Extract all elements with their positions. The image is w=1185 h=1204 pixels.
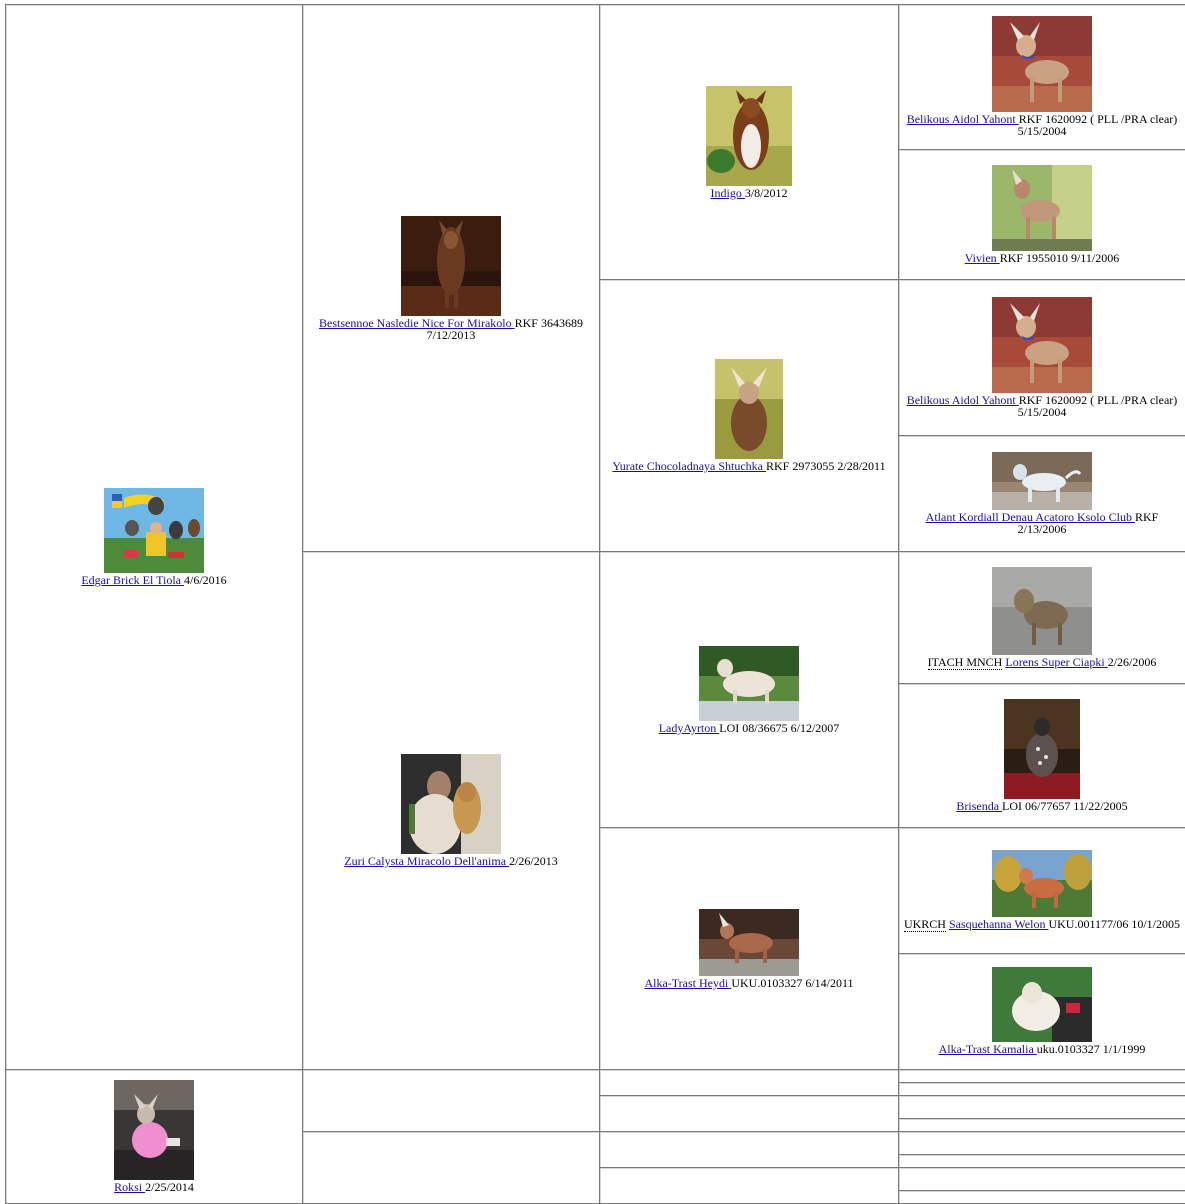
pedigree-cell-empty-ggs6 <box>899 1154 1185 1167</box>
dog-link-belikous-2[interactable]: Belikous Aidol Yahont <box>907 393 1019 407</box>
dog-link-ladyayrton[interactable]: LadyAyrton <box>659 721 720 735</box>
dog-info-belikous-1: RKF 1620092 ( PLL /PRA clear) 5/15/2004 <box>1018 112 1178 138</box>
dog-info-yurate: RKF 2973055 2/28/2011 <box>766 459 886 473</box>
pedigree-cell-yurate: Yurate Chocoladnaya Shtuchka RKF 2973055… <box>600 280 899 552</box>
pedigree-cell-alka-heydi: Alka-Trast Heydi UKU.0103327 6/14/2011 <box>600 828 899 1070</box>
pedigree-cell-empty-ggs3 <box>899 1096 1185 1119</box>
pedigree-cell-empty-ggs8 <box>899 1190 1185 1203</box>
dog-title-sasquehanna: UKRCH <box>904 917 946 932</box>
dog-link-sasquehanna[interactable]: Sasquehanna Welon <box>949 917 1048 931</box>
dog-info-zuri: 2/26/2013 <box>509 854 558 868</box>
pedigree-cell-empty-gs1 <box>600 1070 899 1096</box>
dog-photo-ladyayrton <box>699 646 799 721</box>
pedigree-cell-vivien: Vivien RKF 1955010 9/11/2006 <box>899 149 1185 280</box>
dog-title-lorens: ITACH MNCH <box>928 655 1003 670</box>
dog-info-edgar: 4/6/2016 <box>184 573 227 587</box>
dog-photo-indigo <box>706 86 792 186</box>
pedigree-cell-roksi: Roksi 2/25/2014 <box>6 1070 303 1204</box>
pedigree-cell-empty-dam <box>303 1131 600 1203</box>
dog-info-sasquehanna: UKU.001177/06 10/1/2005 <box>1048 917 1180 931</box>
dog-info-belikous-2: RKF 1620092 ( PLL /PRA clear) 5/15/2004 <box>1018 393 1178 419</box>
dog-photo-edgar <box>104 488 204 573</box>
pedigree-cell-edgar: Edgar Brick El Tiola 4/6/2016 <box>6 5 303 1070</box>
pedigree-table: Edgar Brick El Tiola 4/6/2016 Bestsennoe… <box>5 4 1185 1204</box>
dog-photo-alka-heydi <box>699 909 799 976</box>
pedigree-cell-empty-gs4 <box>600 1167 899 1203</box>
pedigree-cell-empty-gs2 <box>600 1096 899 1132</box>
dog-link-alka-heydi[interactable]: Alka-Trast Heydi <box>644 976 731 990</box>
dog-link-lorens[interactable]: Lorens Super Ciapki <box>1005 655 1107 669</box>
dog-info-lorens: 2/26/2006 <box>1108 655 1157 669</box>
dog-photo-bestsennoe <box>401 216 501 316</box>
dog-link-roksi[interactable]: Roksi <box>114 1180 145 1194</box>
dog-link-brisenda[interactable]: Brisenda <box>956 799 1002 813</box>
dog-link-zuri[interactable]: Zuri Calysta Miracolo Dell'anima <box>344 854 509 868</box>
pedigree-cell-indigo: Indigo 3/8/2012 <box>600 5 899 280</box>
dog-photo-zuri <box>401 754 501 854</box>
pedigree-cell-kamalia: Alka-Trast Kamalia uku.0103327 1/1/1999 <box>899 953 1185 1070</box>
dog-info-alka-heydi: UKU.0103327 6/14/2011 <box>731 976 853 990</box>
dog-photo-vivien <box>992 165 1092 251</box>
dog-info-ladyayrton: LOI 08/36675 6/12/2007 <box>719 721 839 735</box>
dog-info-brisenda: LOI 06/77657 11/22/2005 <box>1002 799 1128 813</box>
dog-link-bestsennoe[interactable]: Bestsennoe Nasledie Nice For Mirakolo <box>319 316 515 330</box>
dog-photo-belikous-2 <box>992 297 1092 393</box>
pedigree-cell-empty-ggs1 <box>899 1070 1185 1083</box>
pedigree-cell-belikous-2: Belikous Aidol Yahont RKF 1620092 ( PLL … <box>899 280 1185 435</box>
pedigree-cell-atlant: Atlant Kordiall Denau Acatoro Ksolo Club… <box>899 435 1185 552</box>
dog-photo-roksi <box>114 1080 194 1180</box>
pedigree-cell-brisenda: Brisenda LOI 06/77657 11/22/2005 <box>899 683 1185 828</box>
dog-photo-sasquehanna <box>992 850 1092 917</box>
dog-photo-lorens <box>992 567 1092 655</box>
pedigree-cell-zuri: Zuri Calysta Miracolo Dell'anima 2/26/20… <box>303 552 600 1070</box>
dog-info-vivien: RKF 1955010 9/11/2006 <box>1000 251 1120 265</box>
dog-photo-yurate <box>715 359 783 459</box>
dog-photo-atlant <box>992 452 1092 510</box>
dog-link-kamalia[interactable]: Alka-Trast Kamalia <box>939 1042 1037 1056</box>
pedigree-cell-sasquehanna: UKRCH Sasquehanna Welon UKU.001177/06 10… <box>899 828 1185 953</box>
pedigree-cell-empty-ggs7 <box>899 1167 1185 1190</box>
dog-info-roksi-date: 2/25/2014 <box>145 1180 194 1194</box>
pedigree-cell-belikous-1: Belikous Aidol Yahont RKF 1620092 ( PLL … <box>899 5 1185 150</box>
pedigree-cell-empty-gs3 <box>600 1131 899 1167</box>
dog-photo-kamalia <box>992 967 1092 1042</box>
pedigree-cell-empty-ggs2 <box>899 1083 1185 1096</box>
pedigree-cell-empty-ggs4 <box>899 1119 1185 1132</box>
dog-link-yurate[interactable]: Yurate Chocoladnaya Shtuchka <box>612 459 766 473</box>
dog-link-belikous-1[interactable]: Belikous Aidol Yahont <box>907 112 1019 126</box>
dog-info-indigo: 3/8/2012 <box>745 186 788 200</box>
dog-photo-belikous-1 <box>992 16 1092 112</box>
pedigree-cell-bestsennoe: Bestsennoe Nasledie Nice For Mirakolo RK… <box>303 5 600 552</box>
pedigree-cell-lorens: ITACH MNCH Lorens Super Ciapki 2/26/2006 <box>899 552 1185 684</box>
dog-link-edgar[interactable]: Edgar Brick El Tiola <box>81 573 184 587</box>
dog-link-indigo[interactable]: Indigo <box>710 186 744 200</box>
dog-info-kamalia: uku.0103327 1/1/1999 <box>1037 1042 1146 1056</box>
pedigree-cell-ladyayrton: LadyAyrton LOI 08/36675 6/12/2007 <box>600 552 899 828</box>
dog-link-vivien[interactable]: Vivien <box>965 251 1000 265</box>
pedigree-cell-empty-sire <box>303 1070 600 1132</box>
dog-photo-brisenda <box>1004 699 1080 799</box>
